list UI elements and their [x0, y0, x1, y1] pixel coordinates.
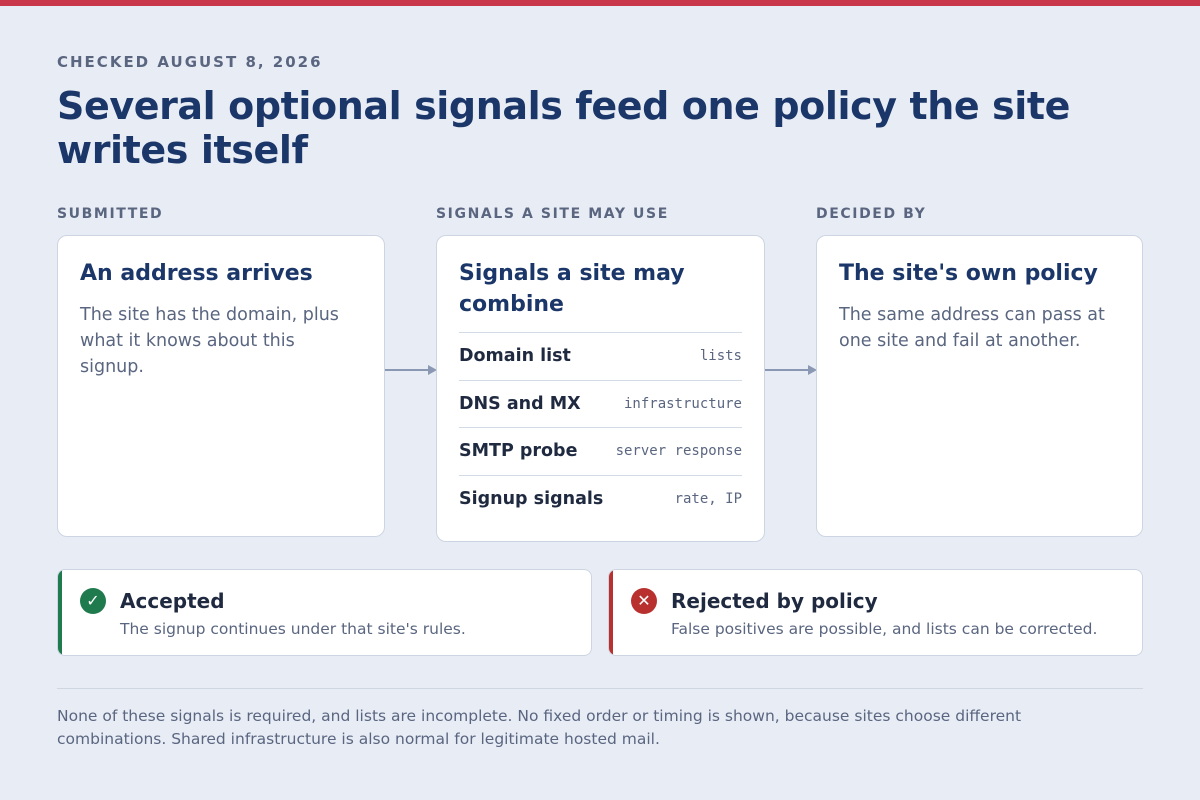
- footer-note: None of these signals is required, and l…: [57, 707, 1022, 748]
- decided-card-body: The same address can pass at one site an…: [839, 305, 1105, 351]
- signals-list: Domain list lists DNS and MX infrastruct…: [459, 332, 742, 522]
- signals-card: Signals a site may combine Domain list l…: [436, 235, 765, 542]
- accepted-stripe: [58, 570, 62, 655]
- submitted-card: An address arrives The site has the doma…: [57, 235, 385, 537]
- accepted-body: The signup continues under that site's r…: [120, 620, 466, 638]
- checked-date: CHECKED AUGUST 8, 2026: [57, 53, 323, 71]
- signal-tag: rate, IP: [674, 490, 742, 507]
- divider: [57, 688, 1143, 689]
- rejected-stripe: [609, 570, 613, 655]
- decided-card: The site's own policy The same address c…: [816, 235, 1143, 537]
- signal-name: Signup signals: [459, 488, 604, 509]
- list-item: DNS and MX infrastructure: [459, 379, 742, 428]
- signal-tag: server response: [615, 443, 742, 460]
- column-label-decided: DECIDED BY: [816, 206, 927, 222]
- list-item: SMTP probe server response: [459, 427, 742, 475]
- page-title: Several optional signals feed one policy…: [57, 84, 1071, 172]
- list-item: Domain list lists: [459, 332, 742, 380]
- accepted-title: Accepted: [120, 589, 225, 613]
- x-icon: ✕: [631, 588, 657, 614]
- column-label-signals: SIGNALS A SITE MAY USE: [436, 206, 669, 222]
- rejected-title: Rejected by policy: [671, 589, 878, 613]
- check-icon: ✓: [80, 588, 106, 614]
- column-label-submitted: SUBMITTED: [57, 206, 164, 222]
- accepted-outcome: ✓ Accepted The signup continues under th…: [57, 569, 592, 656]
- signal-name: SMTP probe: [459, 441, 578, 462]
- signal-tag: infrastructure: [623, 395, 742, 412]
- top-accent-bar: [0, 0, 1200, 6]
- submitted-card-body: The site has the domain, plus what it kn…: [80, 305, 339, 377]
- submitted-card-title: An address arrives: [80, 261, 313, 286]
- rejected-body: False positives are possible, and lists …: [671, 620, 1098, 638]
- signal-name: DNS and MX: [459, 393, 581, 414]
- rejected-outcome: ✕ Rejected by policy False positives are…: [608, 569, 1143, 656]
- arrow-icon: [385, 365, 437, 375]
- arrow-icon: [765, 365, 817, 375]
- decided-card-title: The site's own policy: [839, 261, 1098, 286]
- signal-tag: lists: [699, 348, 742, 365]
- signals-card-title: Signals a site may combine: [459, 261, 685, 317]
- signal-name: Domain list: [459, 346, 571, 367]
- list-item: Signup signals rate, IP: [459, 474, 742, 523]
